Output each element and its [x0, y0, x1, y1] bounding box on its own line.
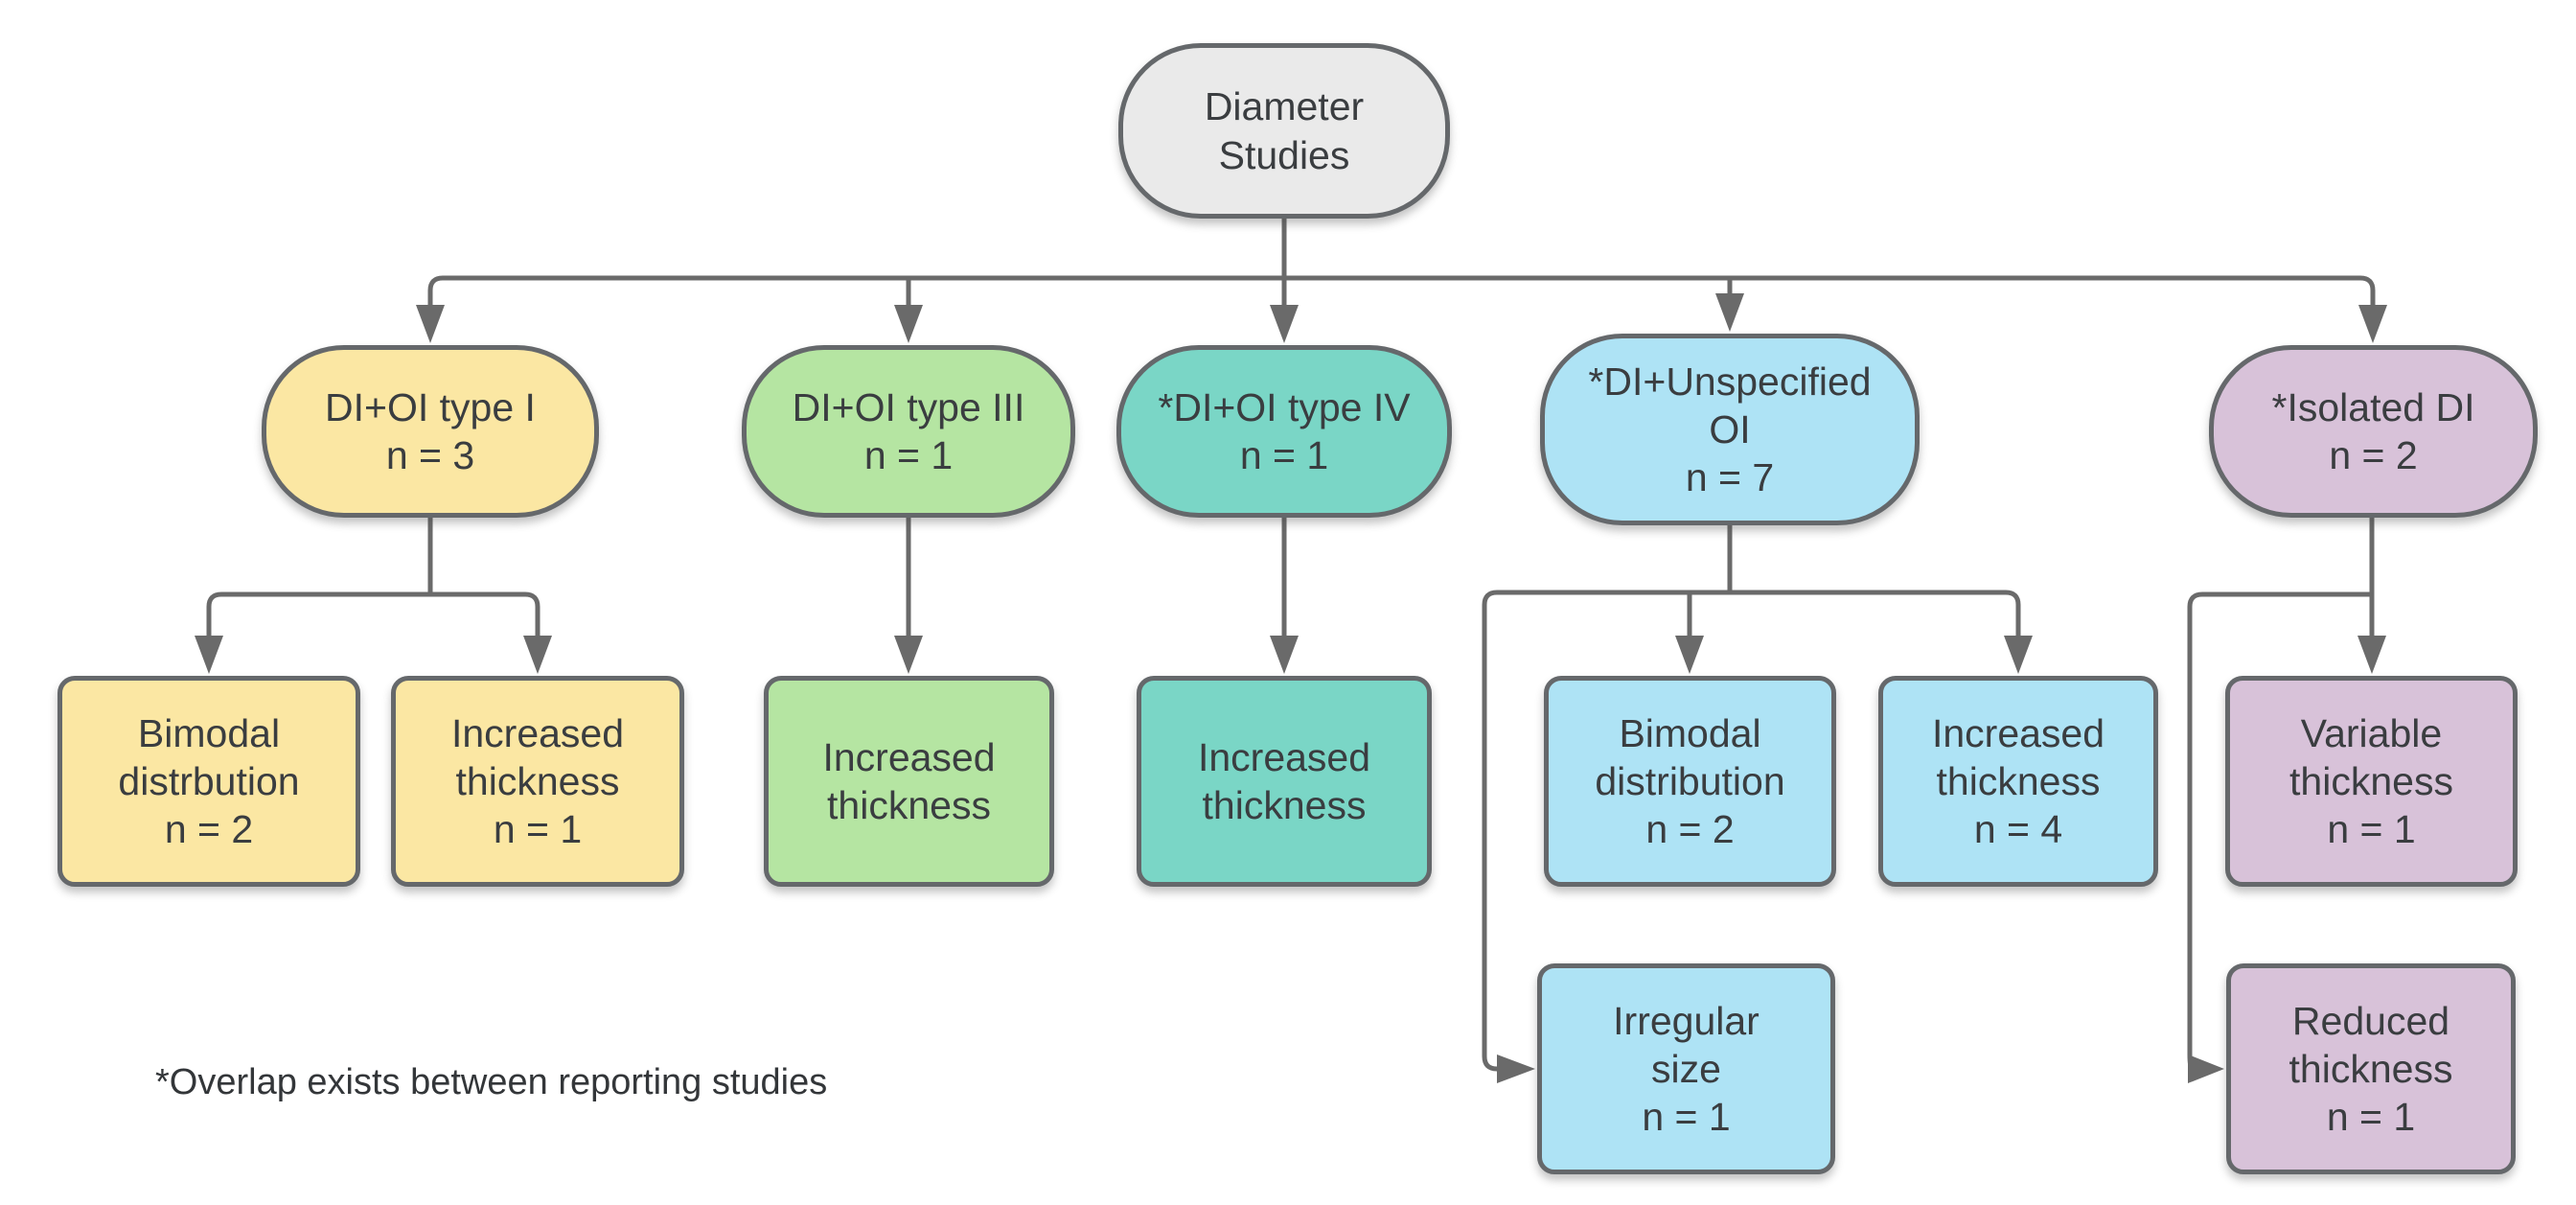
node-count: n = 2: [2329, 433, 2418, 477]
node-count: n = 1: [1239, 433, 1329, 477]
node-label: Diameter Studies: [1204, 84, 1365, 177]
node-label: Variable thickness: [2289, 710, 2453, 803]
node-label: Increased thickness: [450, 710, 625, 803]
node-irregular-size: Irregular size n = 1: [1537, 963, 1835, 1174]
footnote-overlap-note: *Overlap exists between reporting studie…: [155, 1062, 828, 1102]
node-label: *DI+Unspecified OI: [1588, 359, 1872, 452]
node-variable-thickness: Variable thickness n = 1: [2225, 676, 2518, 887]
node-di-oi-type-iii: DI+OI type III n = 1: [742, 345, 1075, 518]
node-count: n = 2: [164, 807, 254, 851]
node-increased-thickness-type-i: Increased thickness n = 1: [391, 676, 684, 887]
node-increased-thickness-type-iii: Increased thickness: [764, 676, 1054, 887]
node-di-oi-type-iv: *DI+OI type IV n = 1: [1116, 345, 1452, 518]
node-di-unspecified-oi: *DI+Unspecified OI n = 7: [1540, 334, 1920, 525]
node-label: *Isolated DI: [2271, 384, 2475, 429]
node-label: Reduced thickness: [2288, 998, 2453, 1091]
node-count: n = 1: [493, 807, 583, 851]
node-count: n = 2: [1645, 807, 1735, 851]
node-label: Increased thickness: [1931, 710, 2105, 803]
node-label: Bimodal distrbution: [118, 710, 300, 803]
node-count: n = 1: [2327, 807, 2416, 851]
node-label: DI+OI type III: [792, 384, 1025, 429]
node-label: Bimodal distribution: [1595, 710, 1785, 803]
node-count: n = 1: [863, 433, 954, 477]
node-reduced-thickness: Reduced thickness n = 1: [2226, 963, 2516, 1174]
node-bimodal-distribution-unspecified-oi: Bimodal distribution n = 2: [1544, 676, 1836, 887]
node-increased-thickness-type-iv: Increased thickness: [1137, 676, 1432, 887]
node-isolated-di: *Isolated DI n = 2: [2209, 345, 2538, 518]
node-count: n = 1: [1642, 1095, 1731, 1139]
node-di-oi-type-i: DI+OI type I n = 3: [262, 345, 599, 518]
node-label: Increased thickness: [822, 734, 996, 827]
node-label: DI+OI type I: [325, 384, 536, 429]
node-increased-thickness-unspecified-oi: Increased thickness n = 4: [1878, 676, 2158, 887]
node-count: n = 3: [385, 433, 475, 477]
node-label: Irregular size: [1613, 998, 1760, 1091]
node-count: n = 4: [1973, 807, 2063, 851]
node-count: n = 7: [1685, 455, 1775, 499]
node-label: Increased thickness: [1197, 734, 1371, 827]
node-count: n = 1: [2326, 1095, 2416, 1139]
node-bimodal-distribution-type-i: Bimodal distrbution n = 2: [58, 676, 360, 887]
node-label: *DI+OI type IV: [1158, 384, 1411, 429]
node-diameter-studies: Diameter Studies: [1118, 43, 1450, 219]
